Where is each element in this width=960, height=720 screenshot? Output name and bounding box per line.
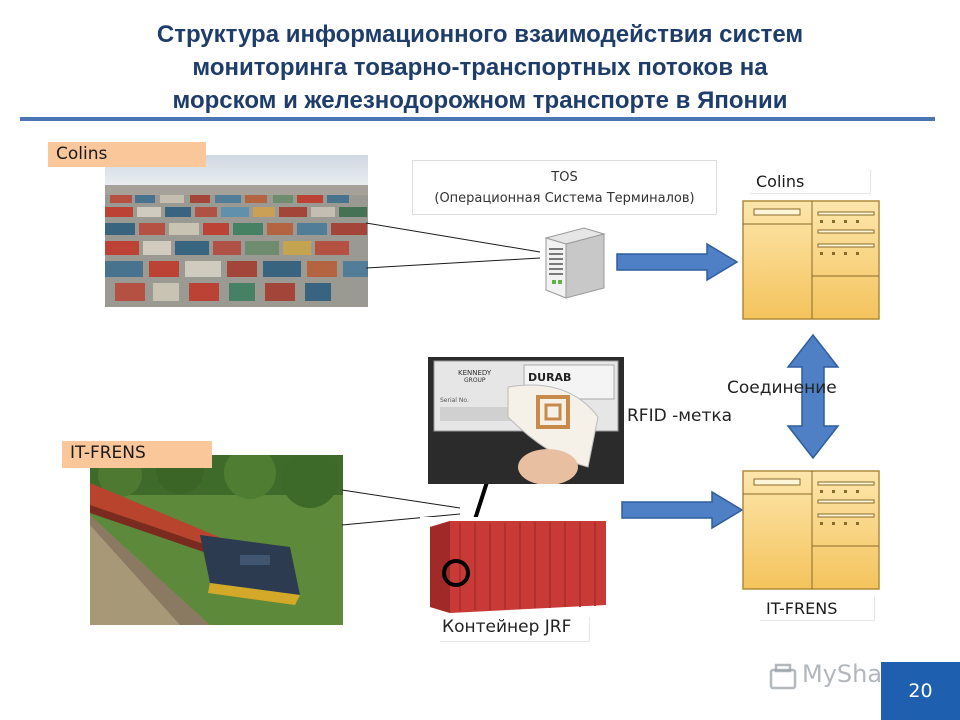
container-photo <box>420 517 610 617</box>
port-line-bottom <box>365 257 541 269</box>
title-line-1: Структура информационного взаимодействия… <box>156 21 804 48</box>
itfrens-system-panel <box>742 470 880 590</box>
colins-system-panel <box>742 200 880 320</box>
title-line-2: мониторинга товарно-транспортных потоков… <box>192 54 768 81</box>
watermark-icon <box>768 662 798 692</box>
tos-subtitle: (Операционная Система Терминалов) <box>434 191 695 206</box>
connection-label: Соединение <box>727 378 837 398</box>
rfid-card-brand2: GROUP <box>464 377 486 384</box>
itfrens-tag-left: IT-FRENS <box>62 441 212 468</box>
rfid-label: RFID -метка <box>625 406 737 431</box>
tos-label-box: TOS (Операционная Система Терминалов) <box>412 160 717 215</box>
container-label: Контейнер JRF <box>440 617 590 642</box>
rfid-card-durab: DURAB <box>528 371 571 384</box>
title-line-3: морском и железнодорожном транспорте в Я… <box>172 87 788 114</box>
server-icon <box>540 220 608 300</box>
title-divider <box>20 117 935 121</box>
page-title: Структура информационного взаимодействия… <box>60 18 900 117</box>
port-line-top <box>365 222 541 253</box>
train-line-top <box>341 489 461 509</box>
rfid-photo: KENNEDY GROUP Serial No. DURAB <box>428 357 624 484</box>
colins-tag-left: Colins <box>48 142 206 167</box>
colins-tag-right: Colins <box>750 170 871 194</box>
train-photo <box>90 455 343 625</box>
bidirectional-arrow <box>786 333 840 460</box>
rfid-card-brand1: KENNEDY <box>458 369 492 377</box>
itfrens-tag-right: IT-FRENS <box>760 597 875 621</box>
page-number-badge: 20 <box>881 662 960 720</box>
rfid-card-serial: Serial No. <box>440 397 469 404</box>
train-line-bottom <box>341 513 461 526</box>
tos-title: TOS <box>551 170 578 185</box>
arrow-to-colins <box>616 242 739 282</box>
arrow-to-itfrens <box>621 490 744 530</box>
